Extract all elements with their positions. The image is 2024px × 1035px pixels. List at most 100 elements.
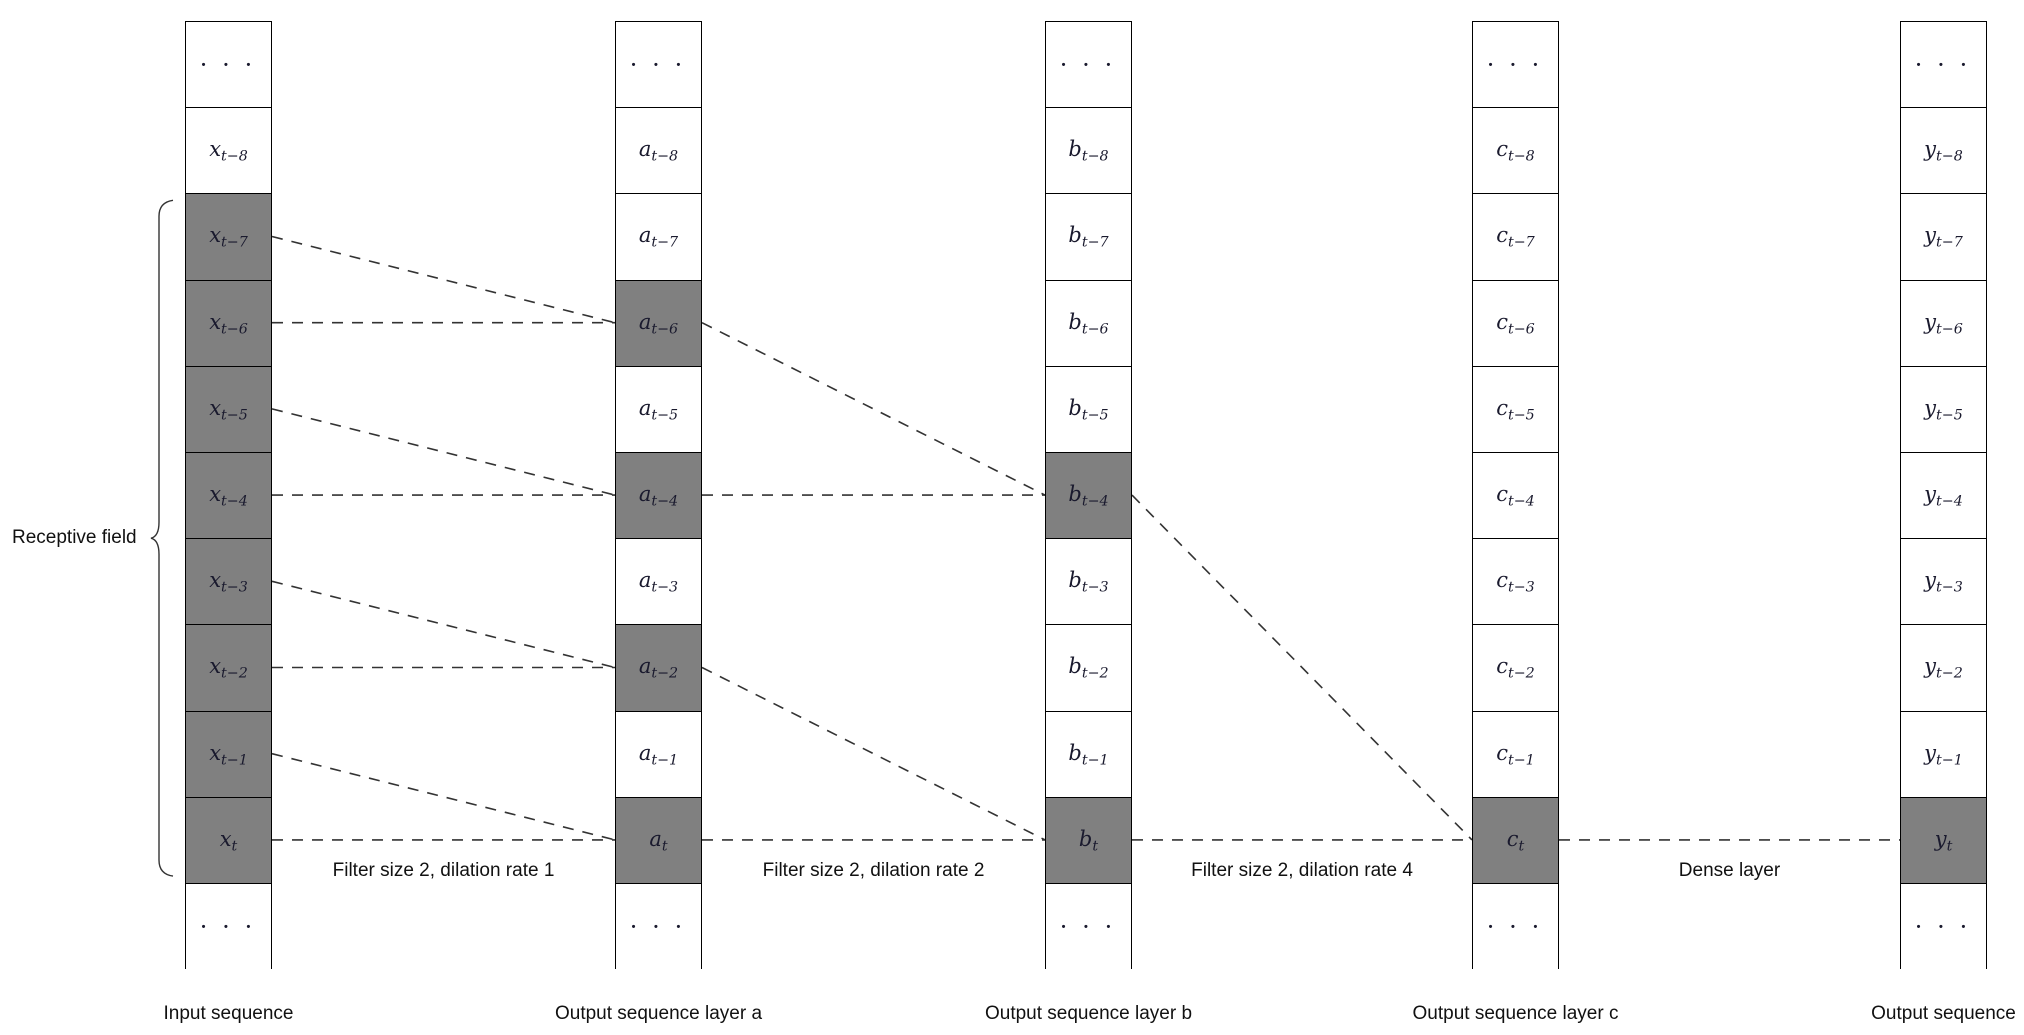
cell-output-t-4[interactable]: yt−4	[1901, 453, 1986, 540]
edge-label-gap-2: Filter size 2, dilation rate 2	[756, 860, 991, 882]
cell-layer-c-t-5[interactable]: ct−5	[1473, 366, 1558, 453]
cell-output-t-3[interactable]: yt−3	[1901, 539, 1986, 626]
cell-output-t-6[interactable]: yt−6	[1901, 280, 1986, 367]
ellipsis-glyph: · · ·	[629, 913, 688, 942]
cell-input-dots-bottom[interactable]: · · ·	[186, 884, 271, 971]
cell-label: yt−4	[1924, 482, 1963, 509]
column-caption-output: Output sequence	[1871, 1003, 2016, 1024]
cell-layer-b-t-3[interactable]: bt−3	[1046, 539, 1131, 626]
cell-layer-b-dots-bottom[interactable]: · · ·	[1046, 884, 1131, 971]
cell-layer-a-t-4[interactable]: at−4	[616, 453, 701, 540]
connection-line-12	[1131, 494, 1473, 841]
cell-subscript: t−8	[651, 148, 679, 165]
cell-symbol: c	[1496, 740, 1508, 765]
cell-layer-c-t-3[interactable]: ct−3	[1473, 539, 1558, 626]
cell-symbol: a	[649, 826, 662, 851]
cell-label: bt	[1079, 827, 1098, 854]
cell-input-t-1[interactable]: xt−1	[186, 711, 271, 798]
cell-subscript: t−4	[221, 493, 248, 510]
cell-layer-b-dots-top[interactable]: · · ·	[1046, 22, 1131, 109]
cell-layer-a-t-7[interactable]: at−7	[616, 194, 701, 281]
cell-symbol: x	[209, 309, 222, 334]
cell-subscript: t−2	[1936, 665, 1963, 682]
cell-subscript: t−5	[221, 407, 248, 424]
cell-output-t-1[interactable]: yt−1	[1901, 711, 1986, 798]
cell-label: bt−4	[1068, 482, 1108, 509]
cell-input-t-6[interactable]: xt−6	[186, 280, 271, 367]
connection-line-2	[271, 408, 616, 496]
cell-layer-c-t-8[interactable]: ct−8	[1473, 108, 1558, 195]
cell-input-dots-top[interactable]: · · ·	[186, 22, 271, 109]
cell-output-t-2[interactable]: yt−2	[1901, 625, 1986, 712]
cell-input-t-8[interactable]: xt−8	[186, 108, 271, 195]
cell-input-t-3[interactable]: xt−3	[186, 539, 271, 626]
cell-layer-c-t-4[interactable]: ct−4	[1473, 453, 1558, 540]
cell-layer-b-t[interactable]: bt	[1046, 797, 1131, 884]
cell-layer-b-t-2[interactable]: bt−2	[1046, 625, 1131, 712]
cell-symbol: c	[1496, 223, 1508, 248]
cell-layer-a-t-5[interactable]: at−5	[616, 366, 701, 453]
cell-output-t-7[interactable]: yt−7	[1901, 194, 1986, 281]
cell-subscript: t−7	[221, 234, 248, 251]
cell-symbol: a	[638, 654, 652, 679]
cell-output-t-5[interactable]: yt−5	[1901, 366, 1986, 453]
cell-layer-a-dots-bottom[interactable]: · · ·	[616, 884, 701, 971]
cell-label: yt−8	[1924, 137, 1963, 164]
cell-layer-c-dots-bottom[interactable]: · · ·	[1473, 884, 1558, 971]
cell-subscript: t−7	[1936, 234, 1963, 251]
cell-output-t-8[interactable]: yt−8	[1901, 108, 1986, 195]
cell-layer-c-t-7[interactable]: ct−7	[1473, 194, 1558, 281]
cell-layer-a-t-6[interactable]: at−6	[616, 280, 701, 367]
cell-layer-c-dots-top[interactable]: · · ·	[1473, 22, 1558, 109]
cell-layer-b-t-1[interactable]: bt−1	[1046, 711, 1131, 798]
cell-layer-a-dots-top[interactable]: · · ·	[616, 22, 701, 109]
cell-layer-a-t-1[interactable]: at−1	[616, 711, 701, 798]
cell-symbol: x	[209, 395, 222, 420]
edge-label-gap-4: Dense layer	[1672, 860, 1787, 882]
cell-layer-c-t[interactable]: ct	[1473, 797, 1558, 884]
cell-input-t-5[interactable]: xt−5	[186, 366, 271, 453]
cell-input-t-4[interactable]: xt−4	[186, 453, 271, 540]
cell-label: yt−2	[1924, 654, 1963, 681]
cell-label: bt−6	[1068, 310, 1108, 337]
cell-subscript: t−2	[651, 665, 679, 682]
cell-label: ct−3	[1496, 568, 1535, 595]
cell-layer-a-t-3[interactable]: at−3	[616, 539, 701, 626]
cell-layer-a-t-8[interactable]: at−8	[616, 108, 701, 195]
cell-symbol: b	[1068, 654, 1082, 679]
cell-layer-a-t-2[interactable]: at−2	[616, 625, 701, 712]
cell-symbol: c	[1496, 137, 1508, 162]
cell-layer-b-t-4[interactable]: bt−4	[1046, 453, 1131, 540]
cell-layer-b-t-7[interactable]: bt−7	[1046, 194, 1131, 281]
connection-line-8	[701, 321, 1046, 496]
cell-symbol: x	[209, 137, 222, 162]
cell-label: at−6	[639, 310, 678, 337]
cell-symbol: x	[209, 223, 222, 248]
cell-output-dots-top[interactable]: · · ·	[1901, 22, 1986, 109]
cell-input-t-7[interactable]: xt−7	[186, 194, 271, 281]
cell-layer-c-t-6[interactable]: ct−6	[1473, 280, 1558, 367]
cell-symbol: b	[1068, 223, 1082, 248]
cell-input-t-2[interactable]: xt−2	[186, 625, 271, 712]
cell-layer-b-t-6[interactable]: bt−6	[1046, 280, 1131, 367]
cell-symbol: y	[1924, 137, 1937, 162]
cell-symbol: y	[1924, 740, 1937, 765]
cell-label: xt−2	[209, 654, 248, 681]
cell-layer-b-t-5[interactable]: bt−5	[1046, 366, 1131, 453]
cell-symbol: a	[638, 395, 652, 420]
cell-layer-c-t-2[interactable]: ct−2	[1473, 625, 1558, 712]
cell-layer-c-t-1[interactable]: ct−1	[1473, 711, 1558, 798]
cell-symbol: a	[638, 137, 652, 162]
cell-symbol: b	[1068, 137, 1082, 162]
cell-output-t[interactable]: yt	[1901, 797, 1986, 884]
ellipsis-glyph: · · ·	[1914, 50, 1973, 79]
cell-layer-a-t[interactable]: at	[616, 797, 701, 884]
cell-output-dots-bottom[interactable]: · · ·	[1901, 884, 1986, 971]
cell-symbol: y	[1934, 826, 1947, 851]
cell-subscript: t−4	[1936, 493, 1963, 510]
cell-input-t[interactable]: xt	[186, 797, 271, 884]
cell-layer-b-t-8[interactable]: bt−8	[1046, 108, 1131, 195]
cell-label: ct−6	[1496, 310, 1535, 337]
cell-label: ct−7	[1496, 223, 1535, 250]
